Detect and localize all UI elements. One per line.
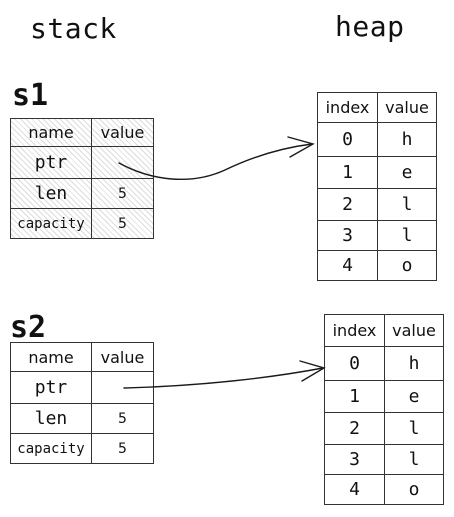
heap-value-cell: l: [384, 444, 444, 475]
ptr-field-value: [91, 371, 154, 404]
capacity-field-name: capacity: [10, 433, 92, 464]
ptr-field-name: ptr: [10, 146, 92, 179]
heap-value-cell: l: [384, 412, 444, 445]
heap-value-cell: h: [377, 122, 437, 157]
heap2-table: index value 0 h 1 e 2 l 3 l 4 o: [324, 314, 444, 505]
capacity-field-value: 5: [91, 433, 154, 464]
heap-index-cell: 4: [317, 250, 378, 281]
name-header: name: [10, 118, 92, 147]
len-field-name: len: [10, 403, 92, 434]
s2-stack-table: name value ptr len 5 capacity 5: [10, 342, 154, 464]
heap-value-cell: o: [377, 250, 437, 281]
heap-index-cell: 2: [317, 188, 378, 221]
index-header: index: [317, 92, 378, 123]
heap-value-cell: e: [377, 156, 437, 189]
heap-value-cell: l: [377, 188, 437, 221]
value-header: value: [384, 314, 444, 347]
len-field-value: 5: [91, 403, 154, 434]
stack-heading: stack: [30, 12, 117, 45]
len-field-value: 5: [91, 178, 154, 209]
name-header: name: [10, 342, 92, 372]
heap-heading: heap: [335, 10, 405, 43]
s1-ptr-arrowhead: [287, 136, 315, 158]
value-header: value: [377, 92, 437, 123]
heap-value-cell: o: [384, 474, 444, 505]
heap-index-cell: 0: [324, 346, 385, 381]
heap-value-cell: h: [384, 346, 444, 381]
s2-ptr-arrowhead: [299, 360, 326, 382]
ptr-field-value: [91, 146, 154, 179]
heap-index-cell: 4: [324, 474, 385, 505]
heap-index-cell: 1: [317, 156, 378, 189]
heap-index-cell: 1: [324, 380, 385, 413]
heap-value-cell: e: [384, 380, 444, 413]
heap-index-cell: 3: [317, 220, 378, 251]
heap-value-cell: l: [377, 220, 437, 251]
heap-index-cell: 0: [317, 122, 378, 157]
value-header: value: [91, 342, 154, 372]
heap-index-cell: 3: [324, 444, 385, 475]
index-header: index: [324, 314, 385, 347]
ptr-field-name: ptr: [10, 371, 92, 404]
len-field-name: len: [10, 178, 92, 209]
s2-label: s2: [10, 310, 47, 345]
capacity-field-value: 5: [91, 208, 154, 239]
s1-label: s1: [12, 78, 49, 113]
heap-index-cell: 2: [324, 412, 385, 445]
s1-stack-table: name value ptr len 5 capacity 5: [10, 118, 154, 239]
heap1-table: index value 0 h 1 e 2 l 3 l 4 o: [317, 92, 437, 281]
capacity-field-name: capacity: [10, 208, 92, 239]
value-header: value: [91, 118, 154, 147]
